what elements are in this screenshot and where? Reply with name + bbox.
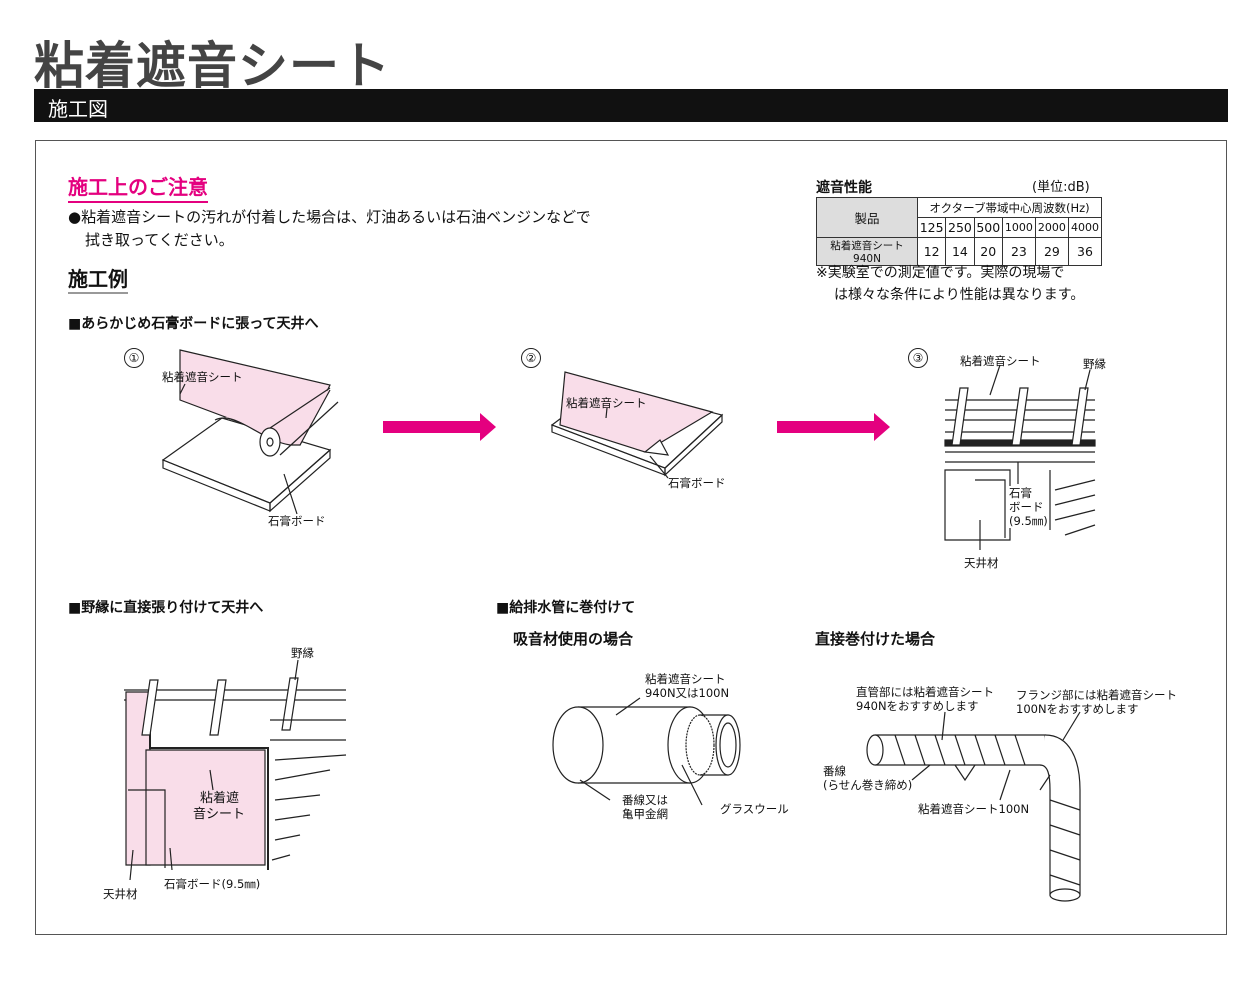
label-glasswool: グラスウール	[720, 802, 789, 816]
note-line-2: は様々な条件により性能は異なります。	[834, 287, 1085, 303]
step-number-3: ③	[908, 348, 928, 368]
section-bar: 施工図	[34, 89, 1228, 122]
performance-note: ※実験室での測定値です。実際の現場で は様々な条件により性能は異なります。	[816, 262, 1084, 306]
step1-illustration	[161, 349, 339, 515]
notice-heading: 施工上のご注意	[68, 171, 208, 203]
label-noburi-sheet: 粘着遮 音シート	[193, 791, 245, 823]
notice-line-2: 拭き取ってください。	[85, 231, 234, 249]
label-direct-wire-l1: 番線	[823, 764, 846, 778]
label-direct-wire: 番線 (らせん巻き締め)	[823, 764, 912, 792]
caption-pipe: ■給排水管に巻付けて	[496, 600, 636, 616]
performance-heading: 遮音性能	[816, 180, 872, 196]
content-frame	[35, 140, 1227, 935]
page-title: 粘着遮音シート	[34, 37, 391, 95]
value-cell: 20	[973, 237, 1003, 266]
label-noburi-sheet-l1: 粘着遮	[200, 791, 240, 806]
label-absorber-sheet-l1: 粘着遮音シート	[645, 672, 726, 686]
label-step3-board: 石膏 ボード (9.5㎜)	[1009, 486, 1048, 528]
label-step3-board-l2: ボード	[1009, 500, 1044, 514]
sub-direct: 直接巻付けた場合	[815, 630, 936, 648]
freq-cell: 4000	[1067, 217, 1103, 238]
label-straight: 直管部には粘着遮音シート 940Nをおすすめします	[856, 685, 994, 713]
freq-cell: 250	[945, 217, 975, 238]
value-cell: 12	[916, 237, 947, 266]
label-direct-sheet: 粘着遮音シート100N	[918, 802, 1030, 816]
label-step2-sheet: 粘着遮音シート	[566, 396, 647, 410]
label-step2-board: 石膏ボード	[668, 476, 726, 490]
performance-table: 製品 オクターブ帯域中心周波数(Hz) 125 250 500 1000 200…	[816, 197, 1103, 266]
product-header: 製品	[816, 197, 918, 238]
value-cell: 36	[1067, 237, 1103, 266]
arrow-1	[383, 413, 496, 441]
notice-text: ●粘着遮音シートの汚れが付着した場合は、灯油あるいは石油ベンジンなどで 拭き取っ…	[68, 206, 628, 252]
label-flange-l1: フランジ部には粘着遮音シート	[1016, 688, 1177, 702]
examples-heading: 施工例	[68, 263, 128, 294]
label-absorber-wire-l2: 亀甲金網	[622, 807, 668, 821]
section-title: 施工図	[48, 97, 108, 121]
value-cell: 14	[945, 237, 975, 266]
freq-cell: 2000	[1034, 217, 1069, 238]
label-step3-board-l1: 石膏	[1009, 486, 1032, 500]
label-straight-l2: 940Nをおすすめします	[856, 699, 979, 713]
freq-cell: 125	[916, 217, 947, 238]
pipe-direct-illustration	[866, 711, 1081, 902]
step2-illustration	[550, 371, 724, 479]
label-noburi: 野縁	[291, 646, 314, 660]
caption-pre-gypsum: ■あらかじめ石膏ボードに張って天井へ	[68, 316, 319, 332]
caption-direct-noburi: ■野縁に直接張り付けて天井へ	[68, 600, 264, 616]
label-absorber-wire: 番線又は 亀甲金網	[622, 793, 668, 821]
notice-line-1: ●粘着遮音シートの汚れが付着した場合は、灯油あるいは石油ベンジンなどで	[68, 208, 591, 226]
label-direct-wire-l2: (らせん巻き締め)	[823, 778, 913, 792]
noburi-illustration	[124, 659, 347, 881]
label-flange-l2: 100Nをおすすめします	[1016, 702, 1139, 716]
value-cell: 23	[1001, 237, 1036, 266]
label-step1-sheet: 粘着遮音シート	[162, 370, 243, 384]
performance-unit: (単位:dB)	[1032, 180, 1090, 195]
label-step3-sheet: 粘着遮音シート	[960, 354, 1041, 368]
label-step3-noburi: 野縁	[1083, 357, 1106, 371]
step-number-1: ①	[124, 348, 144, 368]
sub-absorber: 吸音材使用の場合	[513, 630, 634, 648]
label-straight-l1: 直管部には粘着遮音シート	[856, 685, 994, 699]
label-flange: フランジ部には粘着遮音シート 100Nをおすすめします	[1016, 688, 1177, 716]
step-number-2: ②	[521, 348, 541, 368]
label-noburi-ceiling: 天井材	[103, 887, 138, 901]
label-step3-board-l3: (9.5㎜)	[1009, 514, 1048, 528]
step3-illustration	[944, 364, 1096, 550]
label-noburi-sheet-l2: 音シート	[193, 807, 246, 822]
label-absorber-sheet-l2: 940N又は100N	[645, 686, 730, 700]
label-absorber-sheet: 粘着遮音シート 940N又は100N	[645, 672, 729, 700]
arrow-2	[777, 413, 890, 441]
product-name: 粘着遮音シート940N	[816, 237, 918, 266]
label-noburi-board: 石膏ボード(9.5㎜)	[164, 877, 261, 891]
label-step1-board: 石膏ボード	[268, 514, 326, 528]
note-line-1: ※実験室での測定値です。実際の現場で	[816, 265, 1065, 281]
label-absorber-wire-l1: 番線又は	[622, 793, 668, 807]
pipe-absorber-illustration	[552, 697, 741, 806]
label-step3-ceiling: 天井材	[964, 556, 999, 570]
